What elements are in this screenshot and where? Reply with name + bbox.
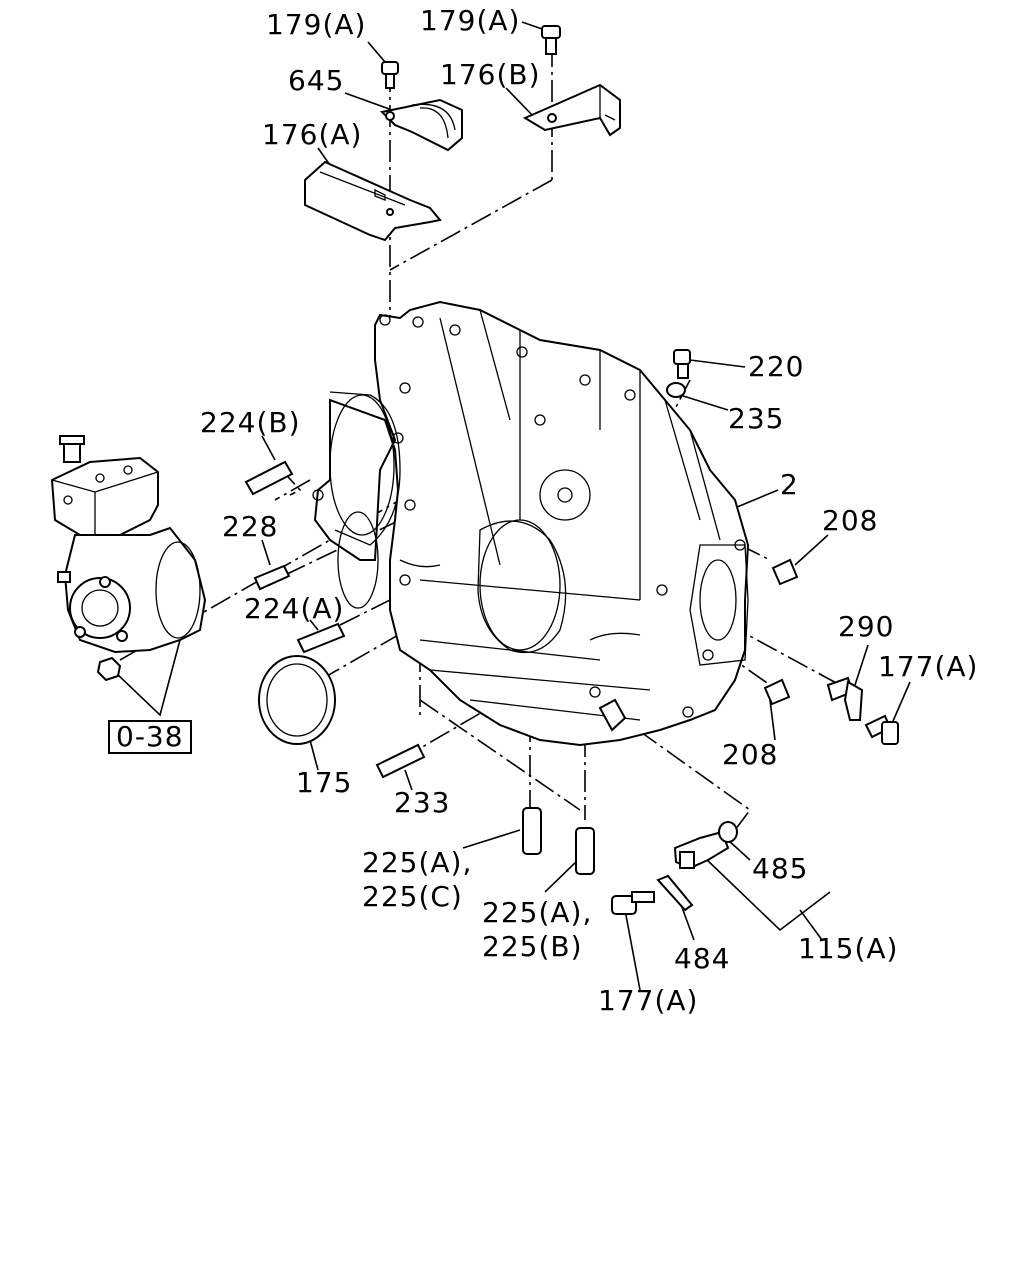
label-179a-left: 179(A) <box>266 8 367 41</box>
stud-224a <box>296 622 346 654</box>
clip-645 <box>379 98 463 152</box>
label-220: 220 <box>748 350 805 383</box>
label-235: 235 <box>728 402 785 435</box>
label-228: 228 <box>222 510 279 543</box>
ring-235 <box>666 382 686 398</box>
sensor-body <box>673 830 730 870</box>
stud-225ab <box>575 827 595 875</box>
plate-484 <box>656 874 694 912</box>
label-176b: 176(B) <box>440 58 541 91</box>
label-225ab-line2: 225(B) <box>482 930 583 963</box>
label-233: 233 <box>394 786 451 819</box>
label-225ac-line1: 225(A), <box>362 846 473 879</box>
sensor-290 <box>826 676 864 721</box>
stud-224b <box>244 460 294 496</box>
label-0-38-box: 0-38 <box>108 720 192 754</box>
stud-228 <box>253 564 291 591</box>
bolt-220 <box>673 349 691 379</box>
label-179a-right: 179(A) <box>420 4 521 37</box>
oil-seal-175 <box>258 655 336 745</box>
stud-233 <box>375 743 426 779</box>
label-484: 484 <box>674 942 731 975</box>
leader-lines <box>114 21 911 991</box>
flywheel-housing <box>312 300 750 747</box>
label-175: 175 <box>296 766 353 799</box>
label-645: 645 <box>288 64 345 97</box>
label-224a: 224(A) <box>244 592 345 625</box>
label-177a-right: 177(A) <box>878 650 979 683</box>
label-115a: 115(A) <box>798 932 899 965</box>
housing-bolt-holes <box>312 314 746 718</box>
label-176a: 176(A) <box>262 118 363 151</box>
plug-208-top <box>771 558 799 586</box>
label-177a-bottom: 177(A) <box>598 984 699 1017</box>
bolt-179a-right <box>541 25 561 55</box>
stud-225ac <box>522 807 542 855</box>
label-208-top: 208 <box>822 504 879 537</box>
label-290: 290 <box>838 610 895 643</box>
bracket-176b <box>522 83 621 137</box>
label-485: 485 <box>752 852 809 885</box>
label-2: 2 <box>780 468 799 501</box>
label-208-bottom: 208 <box>722 738 779 771</box>
label-225ac-line2: 225(C) <box>362 880 463 913</box>
o-ring-485 <box>718 821 738 843</box>
bolt-177a-bottom <box>611 891 655 915</box>
air-compressor <box>50 435 207 682</box>
top-bracket-group <box>304 25 621 242</box>
plate-176a <box>304 160 442 242</box>
sensor-115a-group <box>611 821 738 915</box>
label-224b: 224(B) <box>200 406 301 439</box>
bolt-179a-left <box>381 61 399 89</box>
label-225ab-line1: 225(A), <box>482 896 593 929</box>
plug-208-bottom <box>763 678 791 706</box>
studs-and-plugs <box>244 349 899 875</box>
bolt-177a-right <box>864 714 899 745</box>
